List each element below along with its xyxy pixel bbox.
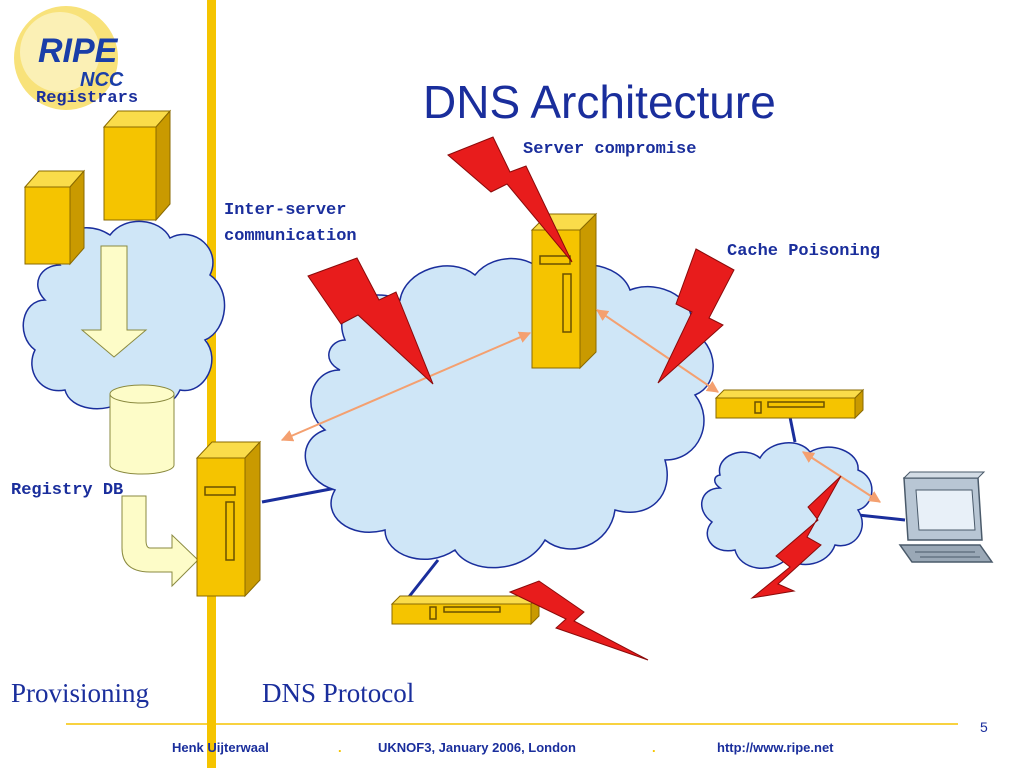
logo-sub-text: NCC xyxy=(80,69,124,91)
lightning-server-compromise xyxy=(447,136,573,263)
vertical-divider xyxy=(207,0,216,768)
db-to-server-arrow xyxy=(121,495,199,588)
server-compromise-label: Server compromise xyxy=(523,140,696,159)
master-name-server xyxy=(195,440,262,598)
logo-main-text: RIPE xyxy=(38,32,119,70)
lightning-cache-poisoning xyxy=(657,248,735,384)
lightning-inter-server xyxy=(307,257,434,385)
ripe-ncc-logo: RIPE NCC xyxy=(14,6,124,110)
dns-query-arrows xyxy=(280,309,882,503)
registry-db-cylinder xyxy=(109,384,175,475)
footer-author: Henk Uijterwaal xyxy=(172,740,269,755)
registry-db-label: Registry DB xyxy=(11,481,123,500)
registrar-server-2 xyxy=(102,109,172,222)
page-number: 5 xyxy=(980,719,988,735)
central-name-server xyxy=(530,212,598,370)
footer-event: UKNOF3, January 2006, London xyxy=(378,740,576,755)
registrars-label: Registrars xyxy=(36,89,138,108)
attack-lightning-bolts xyxy=(307,136,842,661)
dns-protocol-label: DNS Protocol xyxy=(262,678,414,708)
network-links xyxy=(261,416,906,599)
secondary-server xyxy=(390,594,541,626)
cache-poisoning-label: Cache Poisoning xyxy=(727,242,880,261)
provisioning-down-arrow xyxy=(80,245,148,358)
inter-server-label-line2: communication xyxy=(224,227,357,246)
inter-server-label-line1: Inter-server xyxy=(224,201,346,220)
footer-separator-2: . xyxy=(652,740,656,755)
page-title: DNS Architecture xyxy=(423,76,776,128)
resolver-server xyxy=(714,388,865,420)
lightning-secondary xyxy=(508,580,649,661)
client-computer xyxy=(898,471,994,563)
lightning-resolver xyxy=(750,475,842,599)
registrar-server-1 xyxy=(23,169,86,266)
footer-url[interactable]: http://www.ripe.net xyxy=(717,740,834,755)
provisioning-label: Provisioning xyxy=(11,678,149,708)
footer-separator-1: . xyxy=(338,740,342,755)
